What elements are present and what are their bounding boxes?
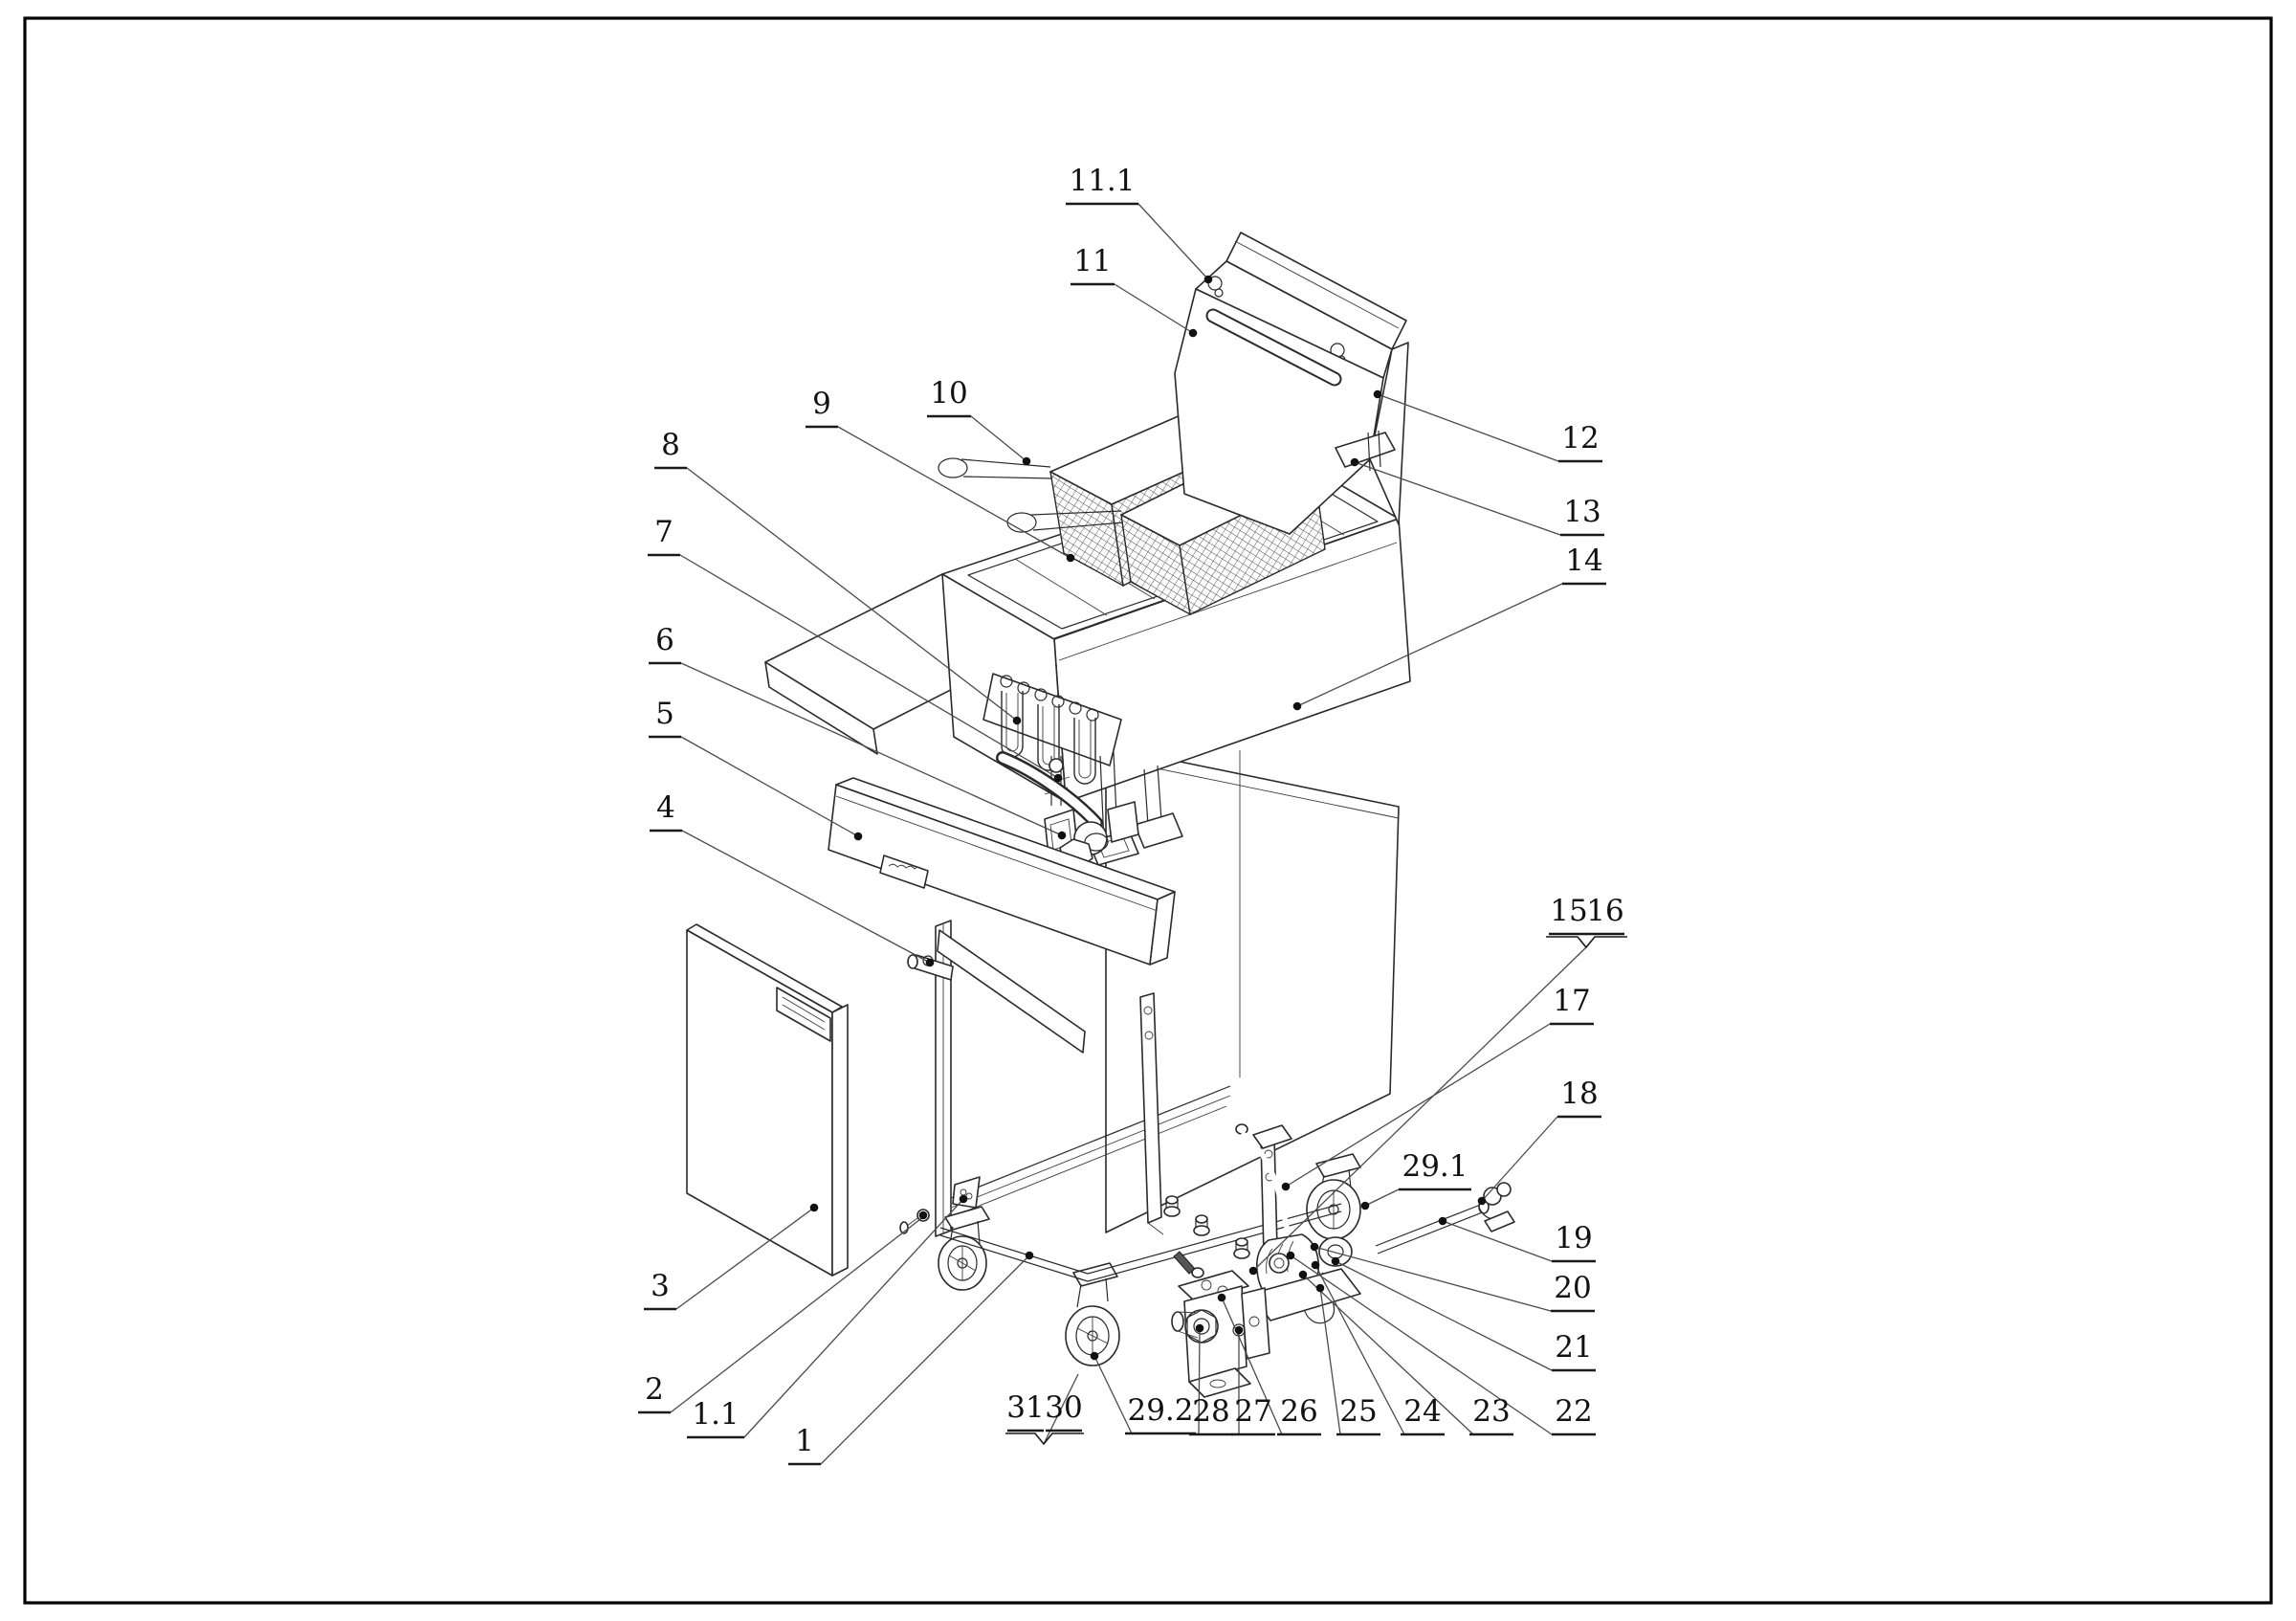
- part-number-22: 22: [1555, 1394, 1592, 1429]
- door-handle: [776, 987, 831, 1042]
- callout-3: 3: [644, 1203, 819, 1311]
- part-number-20: 20: [1554, 1271, 1591, 1305]
- part-number-21: 21: [1555, 1330, 1592, 1365]
- part-number-12: 12: [1561, 421, 1599, 455]
- filter-pump-assembly: [1250, 1233, 1361, 1324]
- callout-21: 21: [1331, 1256, 1596, 1372]
- control-panel: [828, 777, 1176, 966]
- callout-18: 18: [1477, 1077, 1601, 1206]
- part-number-14: 14: [1565, 544, 1602, 578]
- brand-plate: [879, 855, 929, 889]
- part-number-26: 26: [1280, 1394, 1317, 1429]
- gas-supply-pipe: [1375, 1182, 1515, 1255]
- callout-29.1: 29.1: [1360, 1149, 1471, 1210]
- callout-1: 1: [788, 1251, 1034, 1466]
- callout-23: 23: [1298, 1270, 1513, 1436]
- callout-1.1: 1.1: [687, 1194, 968, 1439]
- backsplash-assembly: [1174, 232, 1409, 535]
- callout-29.2: 29.2: [1090, 1351, 1196, 1435]
- gas-inlet-assembly: [1171, 1270, 1270, 1398]
- part-number-11.1: 11.1: [1069, 164, 1135, 198]
- cabinet-body: [935, 745, 1400, 1237]
- part-number-30: 30: [1045, 1390, 1082, 1425]
- corner-gusset: [952, 1176, 981, 1209]
- part-number-11: 11: [1073, 244, 1111, 278]
- callout-4: 4: [650, 790, 935, 967]
- callout-14: 14: [1292, 544, 1606, 711]
- part-number-2: 2: [645, 1372, 664, 1407]
- part-number-4: 4: [656, 790, 675, 825]
- callout-20: 20: [1310, 1242, 1595, 1313]
- part-number-8: 8: [661, 428, 680, 462]
- callout-26: 26: [1217, 1293, 1321, 1436]
- callout-9: 9: [806, 387, 1075, 563]
- callout-7: 7: [648, 515, 1063, 783]
- hanger-slot: [1205, 308, 1342, 387]
- part-number-25: 25: [1339, 1394, 1377, 1429]
- callout-25: 25: [1315, 1283, 1380, 1436]
- part-number-1.1: 1.1: [692, 1397, 739, 1432]
- part-number-18: 18: [1560, 1077, 1598, 1111]
- orifice-knobs: [1000, 675, 1099, 722]
- part-number-5: 5: [655, 697, 674, 731]
- part-number-9: 9: [812, 387, 831, 421]
- callout-8: 8: [654, 428, 1022, 725]
- callout-6: 6: [649, 623, 1067, 840]
- callout-2: 2: [638, 1210, 928, 1414]
- callout-11: 11: [1071, 244, 1198, 338]
- page-border: [23, 16, 2273, 1605]
- part-number-6: 6: [655, 623, 674, 657]
- callout-22: 22: [1286, 1251, 1596, 1436]
- part-number-28: 28: [1192, 1394, 1229, 1429]
- hatched-screw: [1173, 1251, 1204, 1278]
- callout-24: 24: [1311, 1260, 1445, 1436]
- callout-11.1: 11.1: [1066, 164, 1213, 284]
- door: [686, 923, 849, 1277]
- callout-5: 5: [649, 697, 863, 841]
- pipe-fitting: [1478, 1182, 1515, 1232]
- callout-17: 17: [1281, 984, 1594, 1191]
- part-number-29.2: 29.2: [1127, 1393, 1193, 1428]
- part-number-13: 13: [1563, 495, 1601, 529]
- caster-front: [1065, 1262, 1120, 1366]
- callout-27: 27: [1231, 1325, 1275, 1436]
- gas-inlet-nipple: [1171, 1309, 1219, 1343]
- part-number-10: 10: [930, 376, 967, 411]
- part-number-23: 23: [1472, 1394, 1510, 1429]
- part-number-1: 1: [795, 1424, 814, 1458]
- part-number-17: 17: [1553, 984, 1590, 1018]
- caster-rear-left: [938, 1206, 990, 1291]
- part-number-3: 3: [651, 1269, 670, 1303]
- callout-12: 12: [1373, 389, 1602, 463]
- part-number-31: 31: [1006, 1390, 1044, 1425]
- part-number-24: 24: [1403, 1394, 1441, 1429]
- callout-13: 13: [1350, 457, 1604, 537]
- part-number-7: 7: [654, 515, 673, 549]
- basket-handle: [938, 457, 1053, 479]
- callout-19: 19: [1438, 1216, 1596, 1263]
- part-number-27: 27: [1234, 1394, 1271, 1429]
- part-number-16: 16: [1586, 894, 1623, 928]
- caster-right: [1306, 1153, 1361, 1240]
- part-number-19: 19: [1555, 1221, 1592, 1255]
- mounting-bracket: [1335, 430, 1396, 472]
- callout-28: 28: [1189, 1323, 1233, 1436]
- callout-10: 10: [927, 376, 1031, 466]
- part-number-15: 15: [1550, 894, 1587, 928]
- standoff-bolts: [1163, 1195, 1250, 1278]
- part-number-29.1: 29.1: [1402, 1149, 1468, 1184]
